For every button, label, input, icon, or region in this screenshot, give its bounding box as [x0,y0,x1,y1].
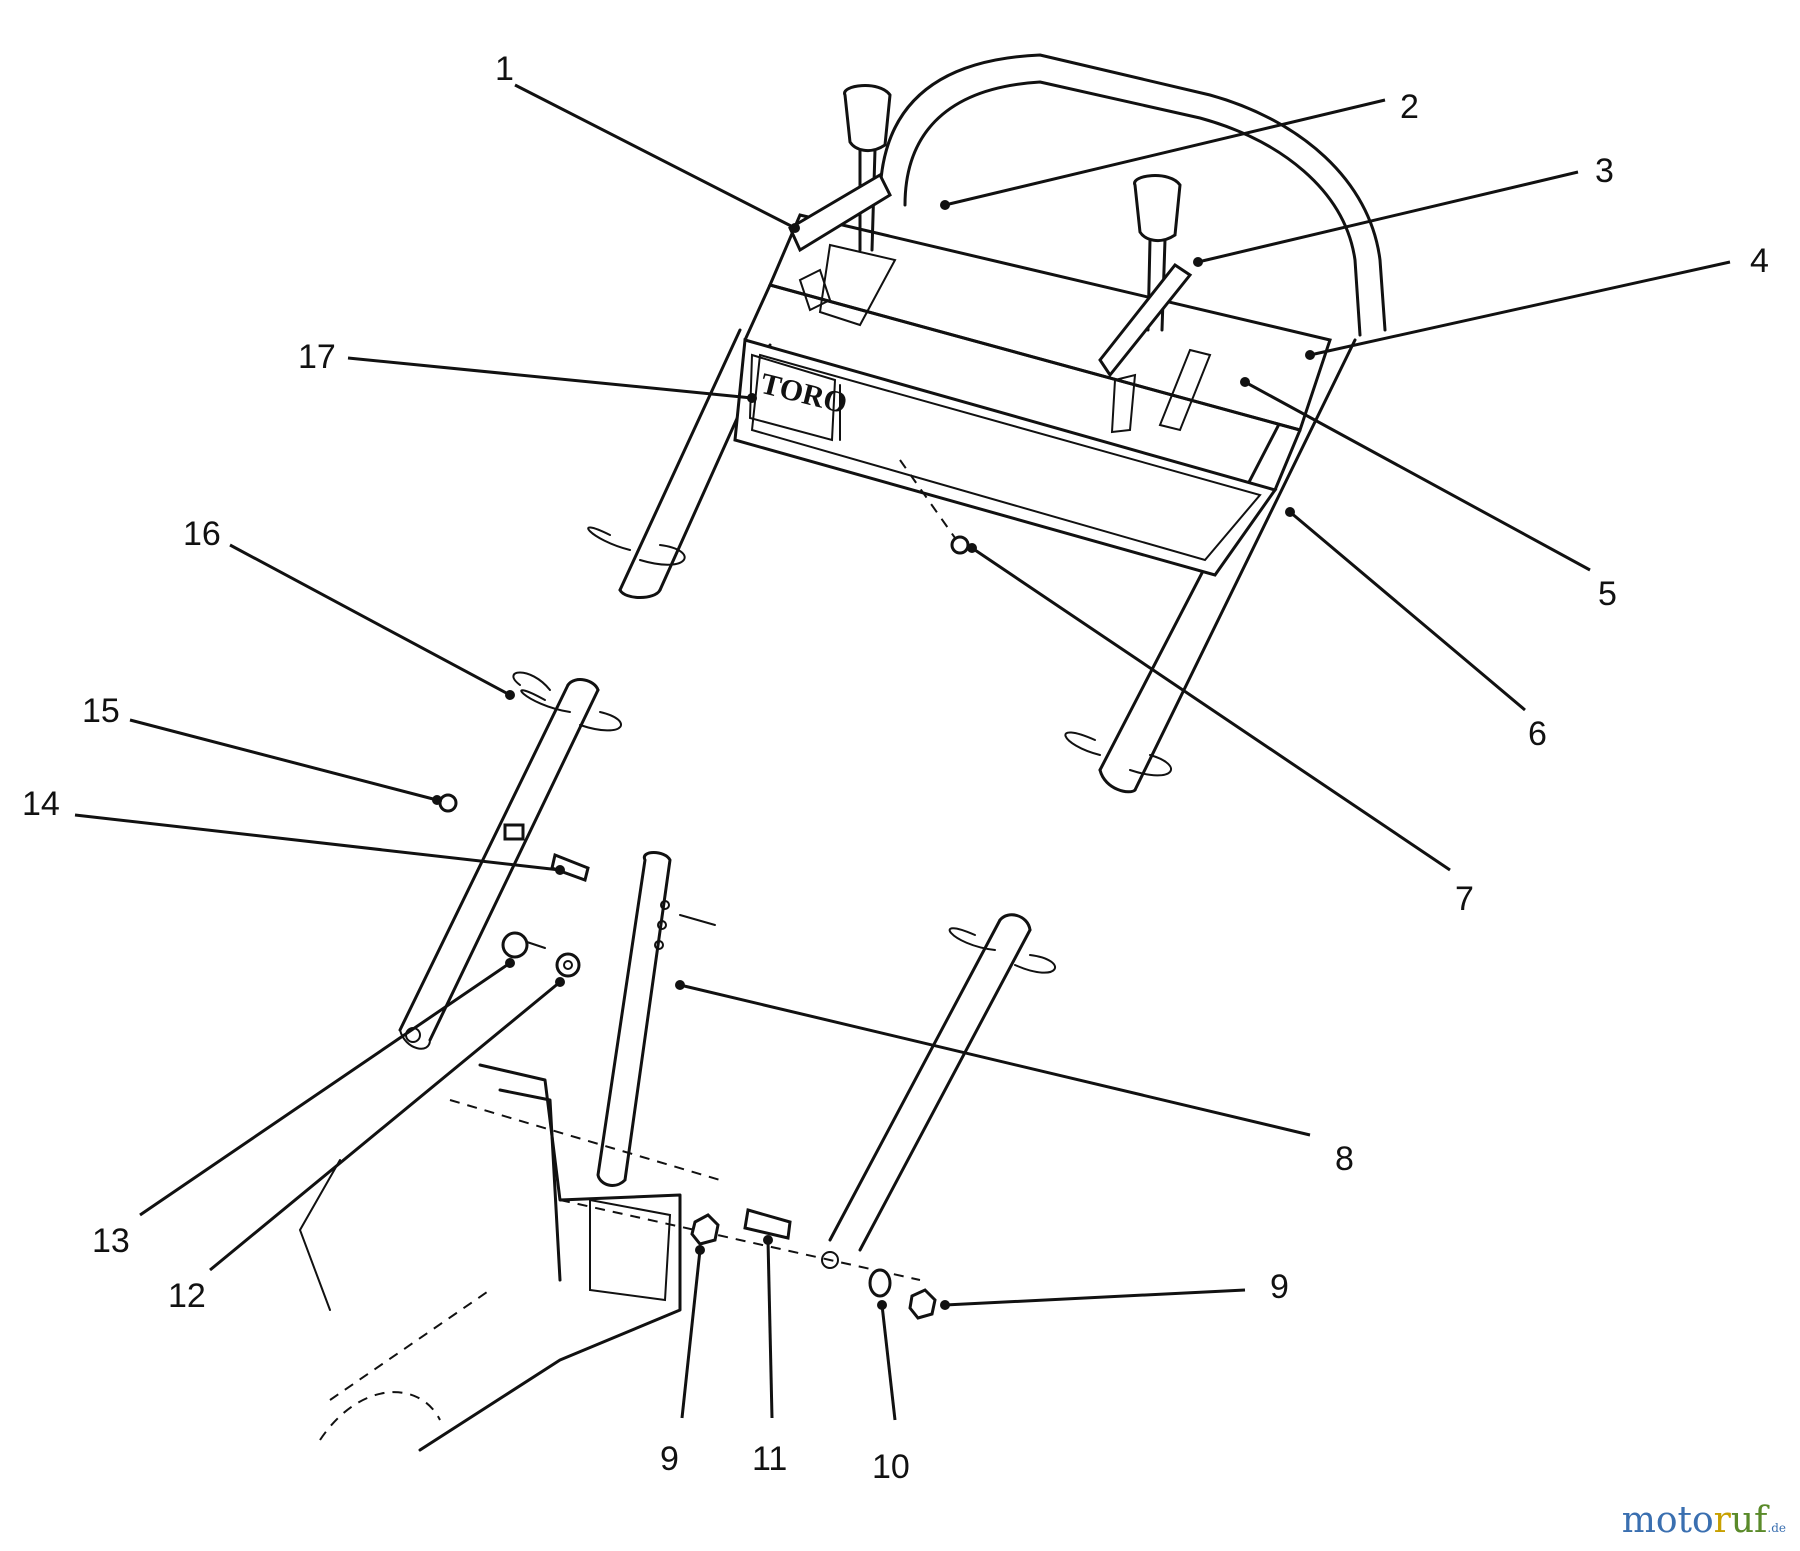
callout-12: 12 [168,1277,206,1315]
spring-16 [512,671,551,691]
latch-bracket [596,851,716,1187]
callout-17: 17 [298,338,336,376]
washer-10 [868,1268,892,1298]
callout-15: 15 [82,692,120,730]
upper-handle-loop [878,53,1387,337]
control-panel [733,213,1332,577]
callout-5: 5 [1598,575,1617,613]
hardware [438,671,937,1320]
pin-14 [550,852,590,882]
right-shift-lever [1098,174,1193,434]
nut-15 [438,793,458,813]
screw-7 [950,535,970,555]
bolt-13 [501,931,546,959]
washer-12 [555,952,581,978]
left-shift-lever [788,84,892,312]
callout-11: 11 [752,1440,787,1478]
callout-14: 14 [22,785,60,823]
leader-lines [74,83,1731,1421]
nut-9-right [908,1288,937,1320]
callout-10: 10 [872,1448,910,1486]
callout-labels: 1 2 3 4 5 6 7 8 9 9 11 10 13 12 14 15 16… [22,50,1769,1486]
lower-handle-right [821,913,1056,1269]
callout-3: 3 [1595,152,1614,190]
callout-1: 1 [495,50,514,88]
callout-9-right: 9 [1270,1268,1289,1306]
watermark-logo: motoruf.de [1621,1500,1786,1541]
callout-6: 6 [1528,715,1547,753]
callout-16: 16 [183,515,221,553]
callout-8: 8 [1335,1140,1354,1178]
callout-4: 4 [1750,242,1769,280]
callout-13: 13 [92,1222,130,1260]
nut-9-left [690,1213,720,1246]
callout-2: 2 [1400,88,1419,126]
callout-9-left: 9 [660,1440,679,1478]
callout-7: 7 [1455,880,1474,918]
deck-housing [298,1063,921,1452]
stud-11 [743,1208,792,1240]
